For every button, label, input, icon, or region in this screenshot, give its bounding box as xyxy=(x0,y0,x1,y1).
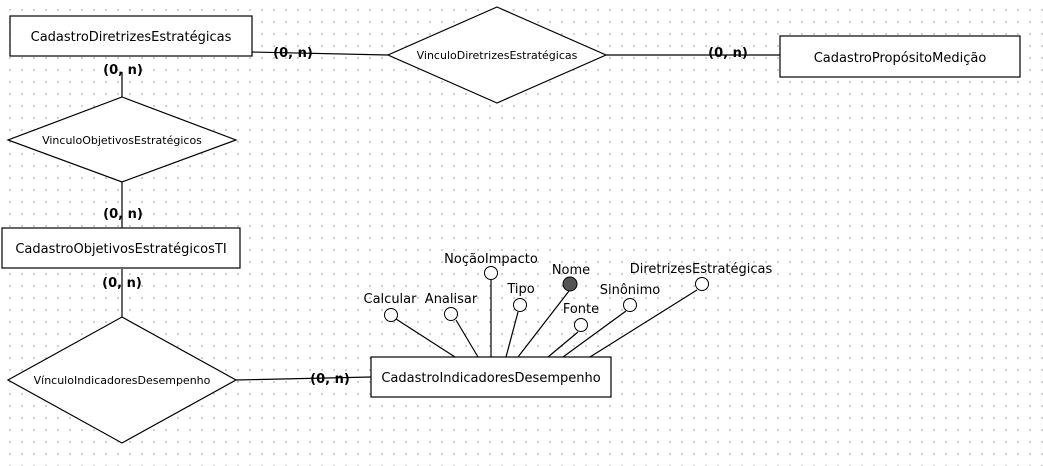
attribute-diretrizes-estrategicas-label: DiretrizesEstratégicas xyxy=(630,262,773,277)
relationship-vinculo-indicadores[interactable]: VínculoIndicadoresDesempenho xyxy=(6,316,238,444)
attribute-analisar-label: Analisar xyxy=(425,292,478,307)
line-diretrizes-vinculo xyxy=(251,51,389,56)
entity-indicadores[interactable]: CadastroIndicadoresDesempenho xyxy=(370,356,612,398)
attribute-connectors xyxy=(395,280,698,358)
line-attr-analisar xyxy=(455,319,479,358)
entity-indicadores-label: CadastroIndicadoresDesempenho xyxy=(381,371,600,386)
attribute-diretrizes-estrategicas[interactable]: DiretrizesEstratégicas xyxy=(630,262,773,291)
entity-diretrizes-label: CadastroDiretrizesEstratégicas xyxy=(31,30,232,45)
cardinality-vinculoind-indicadores: (0, n) xyxy=(310,372,350,387)
attribute-nocaoimpacto-label: NoçãoImpacto xyxy=(444,252,538,267)
entity-proposito[interactable]: CadastroPropósitoMedição xyxy=(779,35,1021,78)
connectors xyxy=(121,51,780,381)
attribute-calcular[interactable]: Calcular xyxy=(364,292,418,322)
line-attr-nome xyxy=(517,290,570,358)
attribute-nocaoimpacto[interactable]: NoçãoImpacto xyxy=(444,252,538,280)
relationship-vinculo-objetivos-label: VinculoObjetivosEstratégicos xyxy=(42,134,202,147)
attribute-nome-key[interactable]: Nome xyxy=(552,263,590,292)
line-attr-calcular xyxy=(395,318,456,358)
cardinality-vinculo-proposito: (0, n) xyxy=(708,46,748,61)
line-attr-sinonimo xyxy=(562,310,627,358)
entity-objetivos[interactable]: CadastroObjetivosEstratégicosTI xyxy=(1,227,241,269)
line-attr-tipo xyxy=(505,311,519,358)
line-vinculoind-indicadores xyxy=(235,376,372,381)
attribute-fonte-label: Fonte xyxy=(563,302,599,317)
cardinality-diretrizes-vinculo: (0, n) xyxy=(273,46,313,61)
attribute-analisar[interactable]: Analisar xyxy=(425,292,478,321)
cardinality-vinculoobj-objetivos: (0, n) xyxy=(103,207,143,222)
relationship-vinculo-diretrizes-label: VinculoDiretrizesEstratégicas xyxy=(417,49,578,62)
attribute-sinonimo-label: Sinônimo xyxy=(600,283,661,298)
attribute-tipo-label: Tipo xyxy=(506,282,534,297)
entity-objetivos-label: CadastroObjetivosEstratégicosTI xyxy=(15,242,226,257)
attribute-tipo[interactable]: Tipo xyxy=(506,282,535,312)
cardinality-objetivos-vinculoind: (0, n) xyxy=(102,276,142,291)
attribute-fonte[interactable]: Fonte xyxy=(563,302,599,332)
line-attr-diretrizes xyxy=(589,289,698,358)
cardinality-diretrizes-vinculoobj: (0, n) xyxy=(103,63,143,78)
relationship-vinculo-objetivos[interactable]: VinculoObjetivosEstratégicos xyxy=(6,96,238,183)
relationship-vinculo-indicadores-label: VínculoIndicadoresDesempenho xyxy=(34,374,211,387)
attribute-calcular-label: Calcular xyxy=(364,292,418,307)
attribute-sinonimo[interactable]: Sinônimo xyxy=(600,283,661,312)
entity-diretrizes[interactable]: CadastroDiretrizesEstratégicas xyxy=(9,15,253,57)
attribute-nome-label: Nome xyxy=(552,263,590,278)
line-attr-fonte xyxy=(547,331,579,358)
entity-proposito-label: CadastroPropósitoMedição xyxy=(814,51,987,66)
relationship-vinculo-diretrizes[interactable]: VinculoDiretrizesEstratégicas xyxy=(386,6,608,104)
